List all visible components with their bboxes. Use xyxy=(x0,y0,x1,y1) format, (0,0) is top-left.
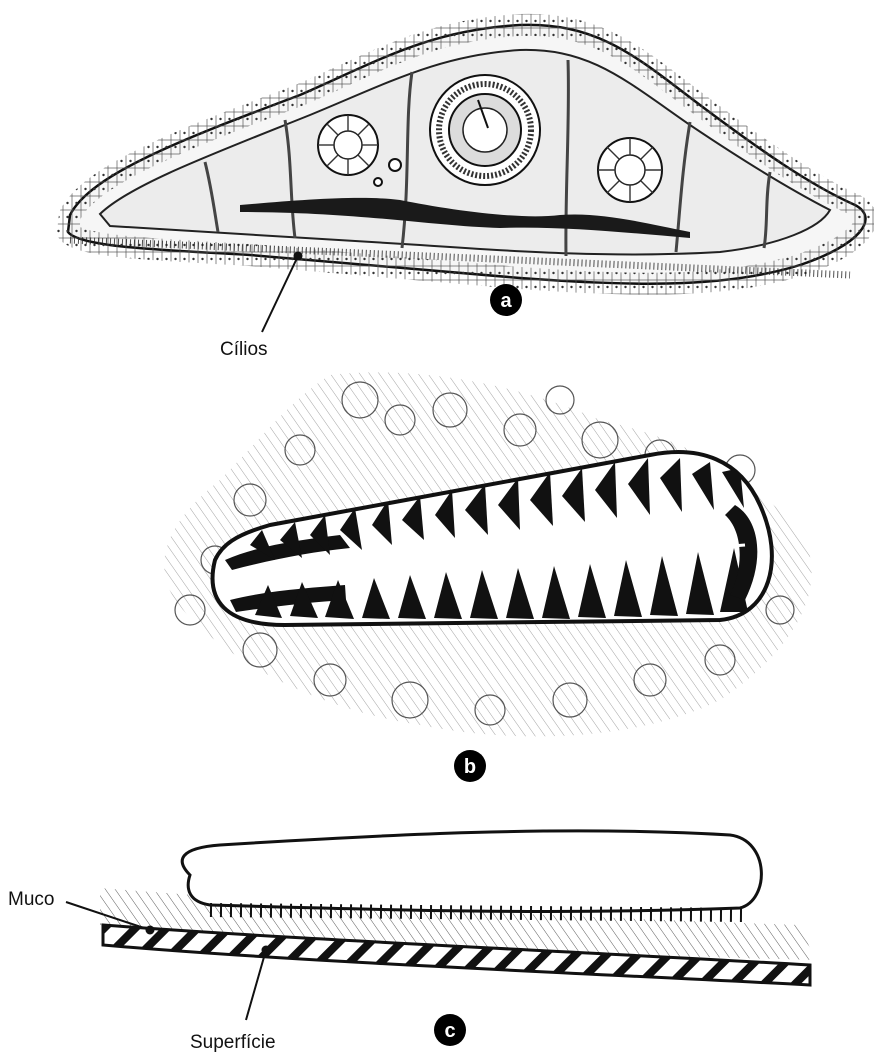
cilia-label: Cílios xyxy=(220,339,268,360)
panel-c-locomotion xyxy=(100,831,815,985)
panel-c-letter: c xyxy=(444,1020,455,1042)
panel-a-badge: a xyxy=(490,284,522,316)
panel-a-letter: a xyxy=(500,290,512,312)
worm-body-c xyxy=(182,831,761,912)
mucus-leader-dot xyxy=(146,926,155,935)
surface-label: Superfície xyxy=(190,1032,276,1053)
left-rosette xyxy=(318,115,378,175)
panel-a-cross-section xyxy=(68,25,866,284)
panel-b-badge: b xyxy=(454,750,486,782)
mucus-label: Muco xyxy=(8,889,54,910)
surface-callout: Superfície xyxy=(190,946,276,1054)
cilia-leader-dot xyxy=(294,252,303,261)
central-organ xyxy=(430,75,540,185)
surface-leader-line xyxy=(246,950,266,1020)
panel-c-badge: c xyxy=(434,1014,466,1046)
panel-b-letter: b xyxy=(464,756,476,778)
right-rosette xyxy=(598,138,662,202)
panel-b-specimen xyxy=(164,372,811,736)
